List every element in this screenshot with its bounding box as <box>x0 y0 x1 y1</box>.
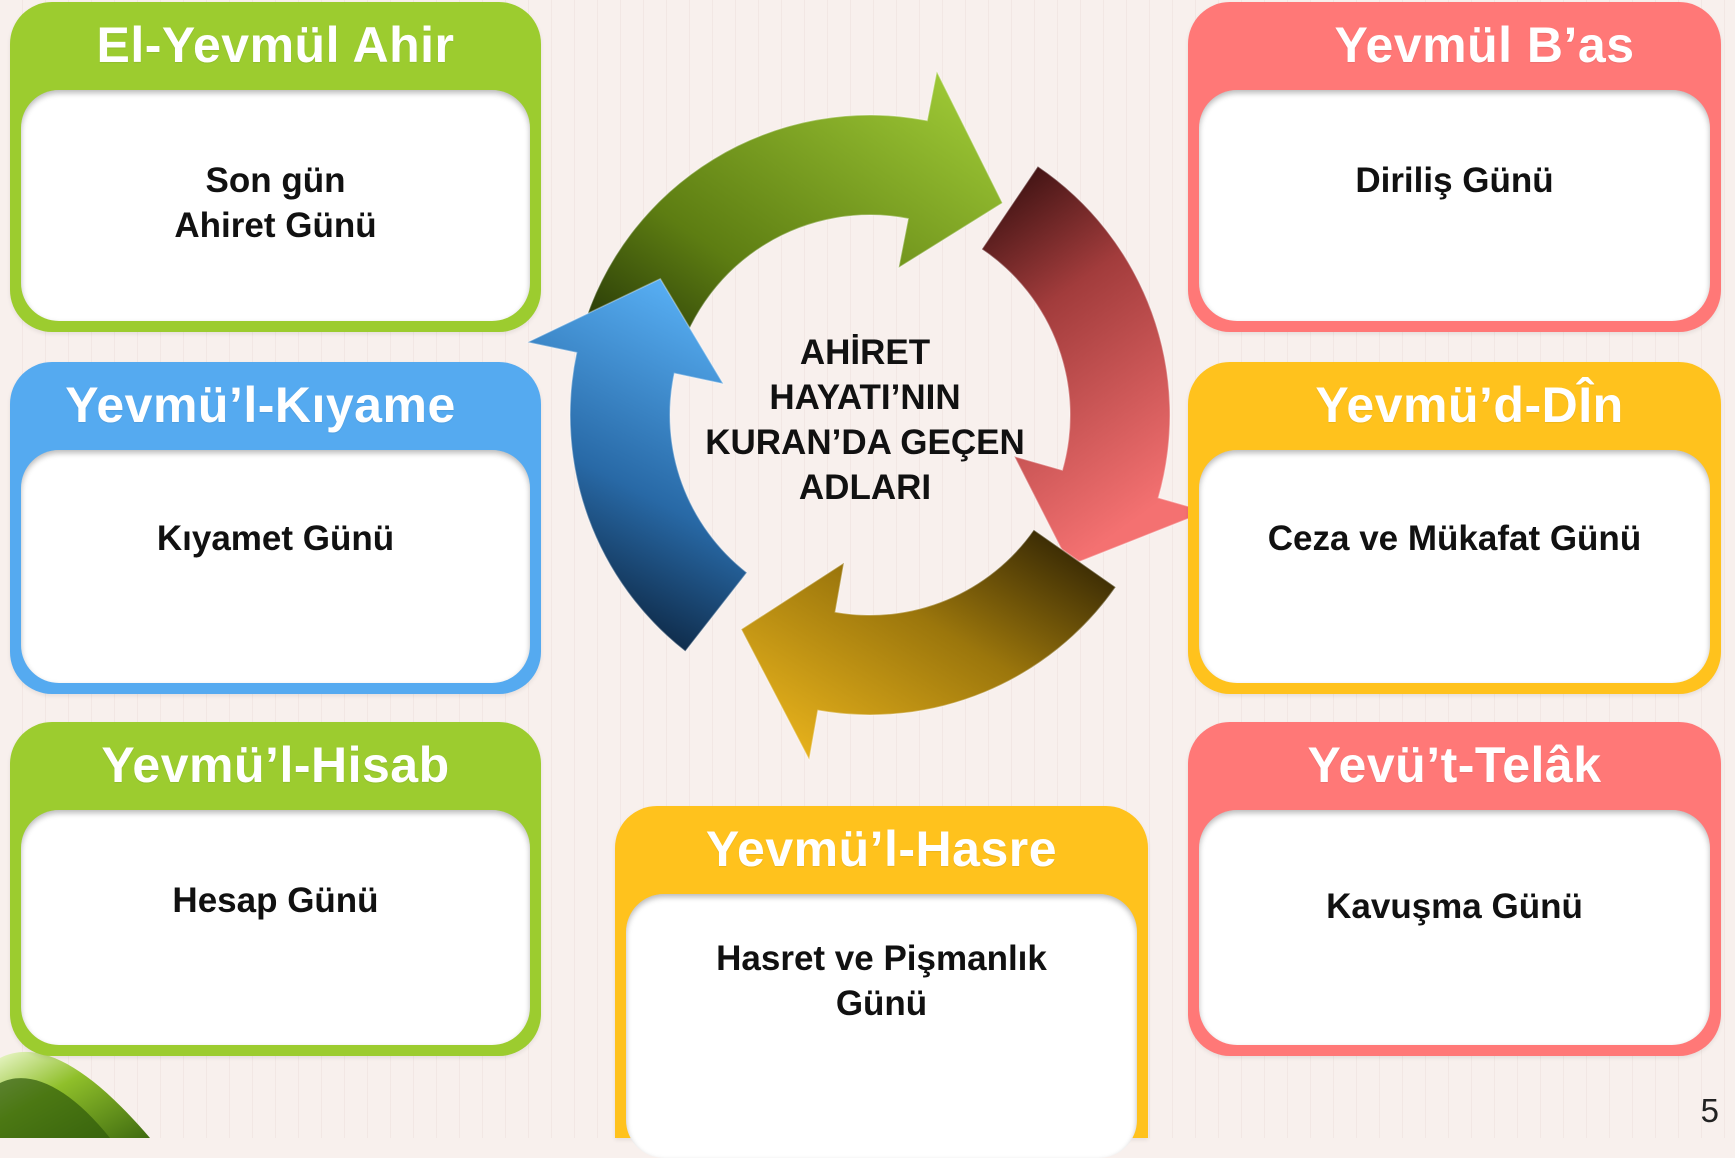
card-text-line: Hasret ve Pişmanlık <box>716 939 1047 978</box>
card-title: Yevmü’d-DÎn <box>1315 377 1624 433</box>
card-title: Yevü’t-Telâk <box>1307 737 1602 793</box>
center-label-line: KURAN’DA GEÇEN <box>705 423 1025 462</box>
card-text: Son gün Ahiret Günü <box>31 158 520 248</box>
card-text-line: Ahiret Günü <box>174 206 377 245</box>
card-yevmud-din: Yevmü’d-DÎn Ceza ve Mükafat Günü <box>1188 362 1721 694</box>
center-label-line: ADLARI <box>798 468 932 507</box>
card-yevut-telak: Yevü’t-Telâk Kavuşma Günü <box>1188 722 1721 1056</box>
card-text: Diriliş Günü <box>1209 158 1700 203</box>
cycle-arrow-red <box>980 165 1209 567</box>
card-text: Hasret ve Pişmanlık Günü <box>636 936 1127 1026</box>
card-title: El-Yevmül Ahir <box>96 17 455 73</box>
card-yevmul-hasre: Yevmü’l-Hasre Hasret ve Pişmanlık Günü <box>615 806 1148 1158</box>
card-text: Kavuşma Günü <box>1209 884 1700 929</box>
card-text: Kıyamet Günü <box>31 516 520 561</box>
page-number: 5 <box>1700 1092 1719 1129</box>
center-label-line: HAYATI’NIN <box>769 378 961 417</box>
card-text-line: Ceza ve Mükafat Günü <box>1267 519 1642 558</box>
card-yevmul-hisab: Yevmü’l-Hisab Hesap Günü <box>10 722 541 1056</box>
card-text: Ceza ve Mükafat Günü <box>1209 516 1700 561</box>
card-yevmul-bas: Yevmül B’as Diriliş Günü <box>1188 2 1721 332</box>
card-title: Yevmü’l-Hisab <box>101 737 450 793</box>
card-body: Diriliş Günü <box>1199 90 1710 321</box>
card-body: Hasret ve Pişmanlık Günü <box>626 894 1137 1158</box>
card-title: Yevmü’l-Kıyame <box>65 377 456 433</box>
card-body: Hesap Günü <box>21 810 530 1045</box>
card-yevmul-kiyame: Yevmü’l-Kıyame Kıyamet Günü <box>10 362 541 694</box>
card-body: Son gün Ahiret Günü <box>21 90 530 321</box>
card-body: Kıyamet Günü <box>21 450 530 683</box>
card-text-line: Günü <box>835 984 928 1023</box>
card-text-line: Kıyamet Günü <box>156 519 395 558</box>
cycle-arrow-orange <box>740 528 1117 763</box>
card-text: Hesap Günü <box>31 878 520 923</box>
card-body: Ceza ve Mükafat Günü <box>1199 450 1710 683</box>
center-label-line: AHİRET <box>799 333 931 372</box>
cycle-arrow-green <box>580 69 1004 361</box>
card-text-line: Hesap Günü <box>172 881 379 920</box>
card-text-line: Diriliş Günü <box>1355 161 1554 200</box>
card-el-yevmul-ahir: El-Yevmül Ahir Son gün Ahiret Günü <box>10 2 541 332</box>
cycle-arrows-diagram <box>525 69 1209 763</box>
card-body: Kavuşma Günü <box>1199 810 1710 1045</box>
card-title: Yevmül B’as <box>1334 17 1635 73</box>
corner-swoosh-decoration <box>0 1051 150 1138</box>
card-text-line: Son gün <box>205 161 346 200</box>
cycle-arrow-blue <box>525 277 748 653</box>
center-label: AHİRET HAYATI’NIN KURAN’DA GEÇEN ADLARI <box>690 330 1040 510</box>
card-text-line: Kavuşma Günü <box>1326 887 1583 926</box>
card-title: Yevmü’l-Hasre <box>705 821 1058 877</box>
